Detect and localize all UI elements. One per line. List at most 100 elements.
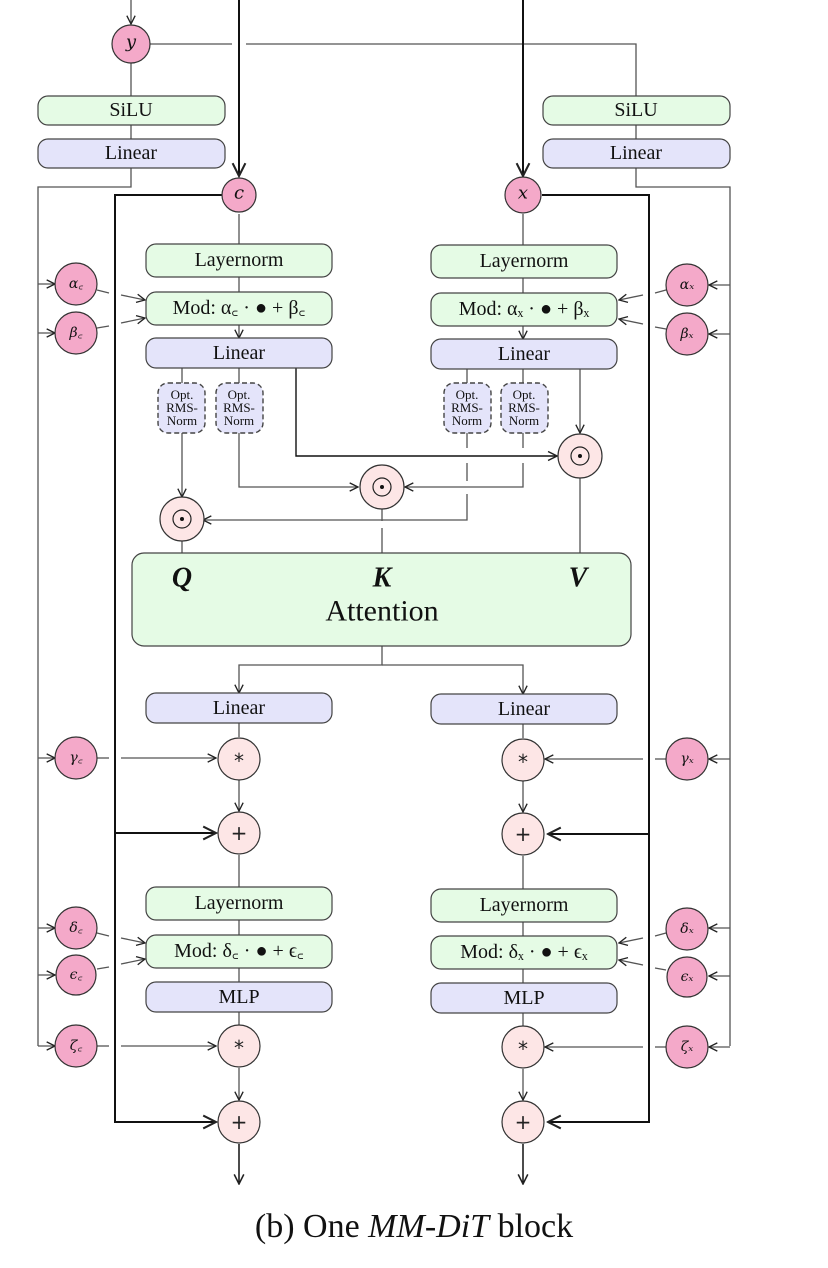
- svg-text:+: +: [231, 1110, 248, 1134]
- svg-text:Opt.: Opt.: [456, 387, 479, 402]
- svg-text:Layernorm: Layernorm: [480, 894, 569, 916]
- attention-k-label: K: [372, 563, 394, 594]
- image-add-1: +: [501, 812, 545, 856]
- svg-text:δ꜀: δ꜀: [69, 920, 82, 936]
- param-alpha-x: αₓ: [665, 263, 709, 307]
- image-linear-out: Linear: [430, 693, 618, 725]
- caption-prefix: (b) One: [254, 1208, 369, 1245]
- svg-text:Opt.: Opt.: [171, 387, 194, 402]
- svg-text:βₓ: βₓ: [679, 326, 693, 342]
- svg-text:*: *: [518, 1037, 528, 1061]
- attention-block: Q K V Attention: [131, 552, 632, 647]
- svg-text:Mod: δₓ · ● + ϵₓ: Mod: δₓ · ● + ϵₓ: [460, 941, 588, 963]
- svg-text:+: +: [515, 822, 532, 846]
- svg-text:ζ꜀: ζ꜀: [70, 1038, 83, 1054]
- attention-v-label: V: [569, 563, 590, 594]
- concat-v-node: [557, 433, 603, 479]
- input-node-y: y: [111, 24, 151, 64]
- svg-text:ϵₓ: ϵₓ: [681, 969, 694, 985]
- svg-text:*: *: [234, 749, 244, 773]
- param-epsilon-c: ϵ꜀: [55, 954, 97, 996]
- svg-text:RMS-: RMS-: [223, 400, 255, 415]
- param-delta-c: δ꜀: [54, 906, 98, 950]
- svg-text:Opt.: Opt.: [513, 387, 536, 402]
- svg-text:Norm: Norm: [167, 413, 197, 428]
- cond-right-linear: Linear: [542, 138, 731, 169]
- param-beta-c: β꜀: [54, 311, 98, 355]
- svg-text:ζₓ: ζₓ: [681, 1039, 694, 1055]
- context-rms-norm-k: Opt. RMS- Norm: [215, 382, 264, 434]
- image-mlp: MLP: [430, 982, 618, 1014]
- context-layernorm-2: Layernorm: [145, 886, 333, 921]
- param-gamma-x: γₓ: [665, 737, 709, 781]
- svg-text:Norm: Norm: [224, 413, 254, 428]
- concat-q-node: [159, 496, 205, 542]
- param-delta-x: δₓ: [665, 907, 709, 951]
- param-zeta-x: ζₓ: [665, 1025, 709, 1069]
- image-mod-1: Mod: αₓ · ● + βₓ: [430, 292, 618, 327]
- cond-left-linear: Linear: [37, 138, 226, 169]
- svg-text:ϵ꜀: ϵ꜀: [70, 967, 83, 983]
- svg-text:Mod: α꜀ · ● + β꜀: Mod: α꜀ · ● + β꜀: [173, 297, 306, 319]
- image-mod-2: Mod: δₓ · ● + ϵₓ: [430, 935, 618, 970]
- wires: [37, 0, 731, 1184]
- context-add-2: +: [217, 1100, 261, 1144]
- svg-text:γₓ: γₓ: [680, 751, 693, 767]
- cond-left-silu: SiLU: [37, 95, 226, 126]
- param-gamma-c: γ꜀: [54, 736, 98, 780]
- figure-caption: (b) One MM-DiT block: [0, 1208, 828, 1246]
- svg-text:*: *: [518, 750, 528, 774]
- svg-text:+: +: [515, 1110, 532, 1134]
- svg-text:SiLU: SiLU: [614, 99, 658, 121]
- svg-text:+: +: [231, 821, 248, 845]
- svg-text:Norm: Norm: [509, 413, 539, 428]
- input-label-y: y: [125, 32, 137, 53]
- input-node-x: x: [504, 176, 542, 214]
- svg-text:RMS-: RMS-: [508, 400, 540, 415]
- svg-text:Linear: Linear: [213, 342, 266, 364]
- image-rms-norm-q: Opt. RMS- Norm: [443, 382, 492, 434]
- param-alpha-c: α꜀: [54, 262, 98, 306]
- svg-text:α꜀: α꜀: [69, 276, 83, 292]
- image-multiply-1: *: [501, 738, 545, 782]
- context-multiply-1: *: [217, 737, 261, 781]
- context-linear-out: Linear: [145, 692, 333, 724]
- svg-text:Mod: αₓ · ● + βₓ: Mod: αₓ · ● + βₓ: [459, 298, 590, 320]
- param-zeta-c: ζ꜀: [54, 1024, 98, 1068]
- context-add-1: +: [217, 811, 261, 855]
- context-linear-in: Linear: [145, 337, 333, 369]
- context-multiply-2: *: [217, 1024, 261, 1068]
- svg-text:Norm: Norm: [452, 413, 482, 428]
- svg-text:Layernorm: Layernorm: [480, 250, 569, 272]
- context-mod-1: Mod: α꜀ · ● + β꜀: [145, 291, 333, 326]
- svg-text:Linear: Linear: [105, 142, 158, 164]
- context-layernorm-1: Layernorm: [145, 243, 333, 278]
- input-label-x: x: [518, 183, 528, 204]
- svg-text:δₓ: δₓ: [680, 921, 693, 937]
- attention-label: Attention: [325, 595, 438, 628]
- svg-text:SiLU: SiLU: [109, 99, 153, 121]
- image-add-2: +: [501, 1100, 545, 1144]
- svg-text:Linear: Linear: [610, 142, 663, 164]
- caption-emphasis: MM-DiT: [368, 1208, 490, 1245]
- svg-text:Layernorm: Layernorm: [195, 892, 284, 914]
- image-linear-in: Linear: [430, 338, 618, 370]
- svg-text:RMS-: RMS-: [451, 400, 483, 415]
- cond-right-silu: SiLU: [542, 95, 731, 126]
- image-rms-norm-k: Opt. RMS- Norm: [500, 382, 549, 434]
- param-beta-x: βₓ: [665, 312, 709, 356]
- svg-text:αₓ: αₓ: [680, 277, 694, 293]
- svg-text:Linear: Linear: [498, 698, 551, 720]
- svg-text:MLP: MLP: [218, 986, 259, 1008]
- svg-text:Layernorm: Layernorm: [195, 249, 284, 271]
- image-layernorm-1: Layernorm: [430, 244, 618, 279]
- attention-q-label: Q: [172, 563, 192, 594]
- svg-text:γ꜀: γ꜀: [69, 750, 82, 766]
- image-multiply-2: *: [501, 1025, 545, 1069]
- context-mod-2: Mod: δ꜀ · ● + ϵ꜀: [145, 934, 333, 969]
- caption-suffix: block: [489, 1208, 574, 1245]
- svg-text:*: *: [234, 1036, 244, 1060]
- svg-text:Linear: Linear: [213, 697, 266, 719]
- svg-text:Mod: δ꜀ · ● + ϵ꜀: Mod: δ꜀ · ● + ϵ꜀: [174, 940, 304, 962]
- input-label-c: c: [234, 183, 244, 204]
